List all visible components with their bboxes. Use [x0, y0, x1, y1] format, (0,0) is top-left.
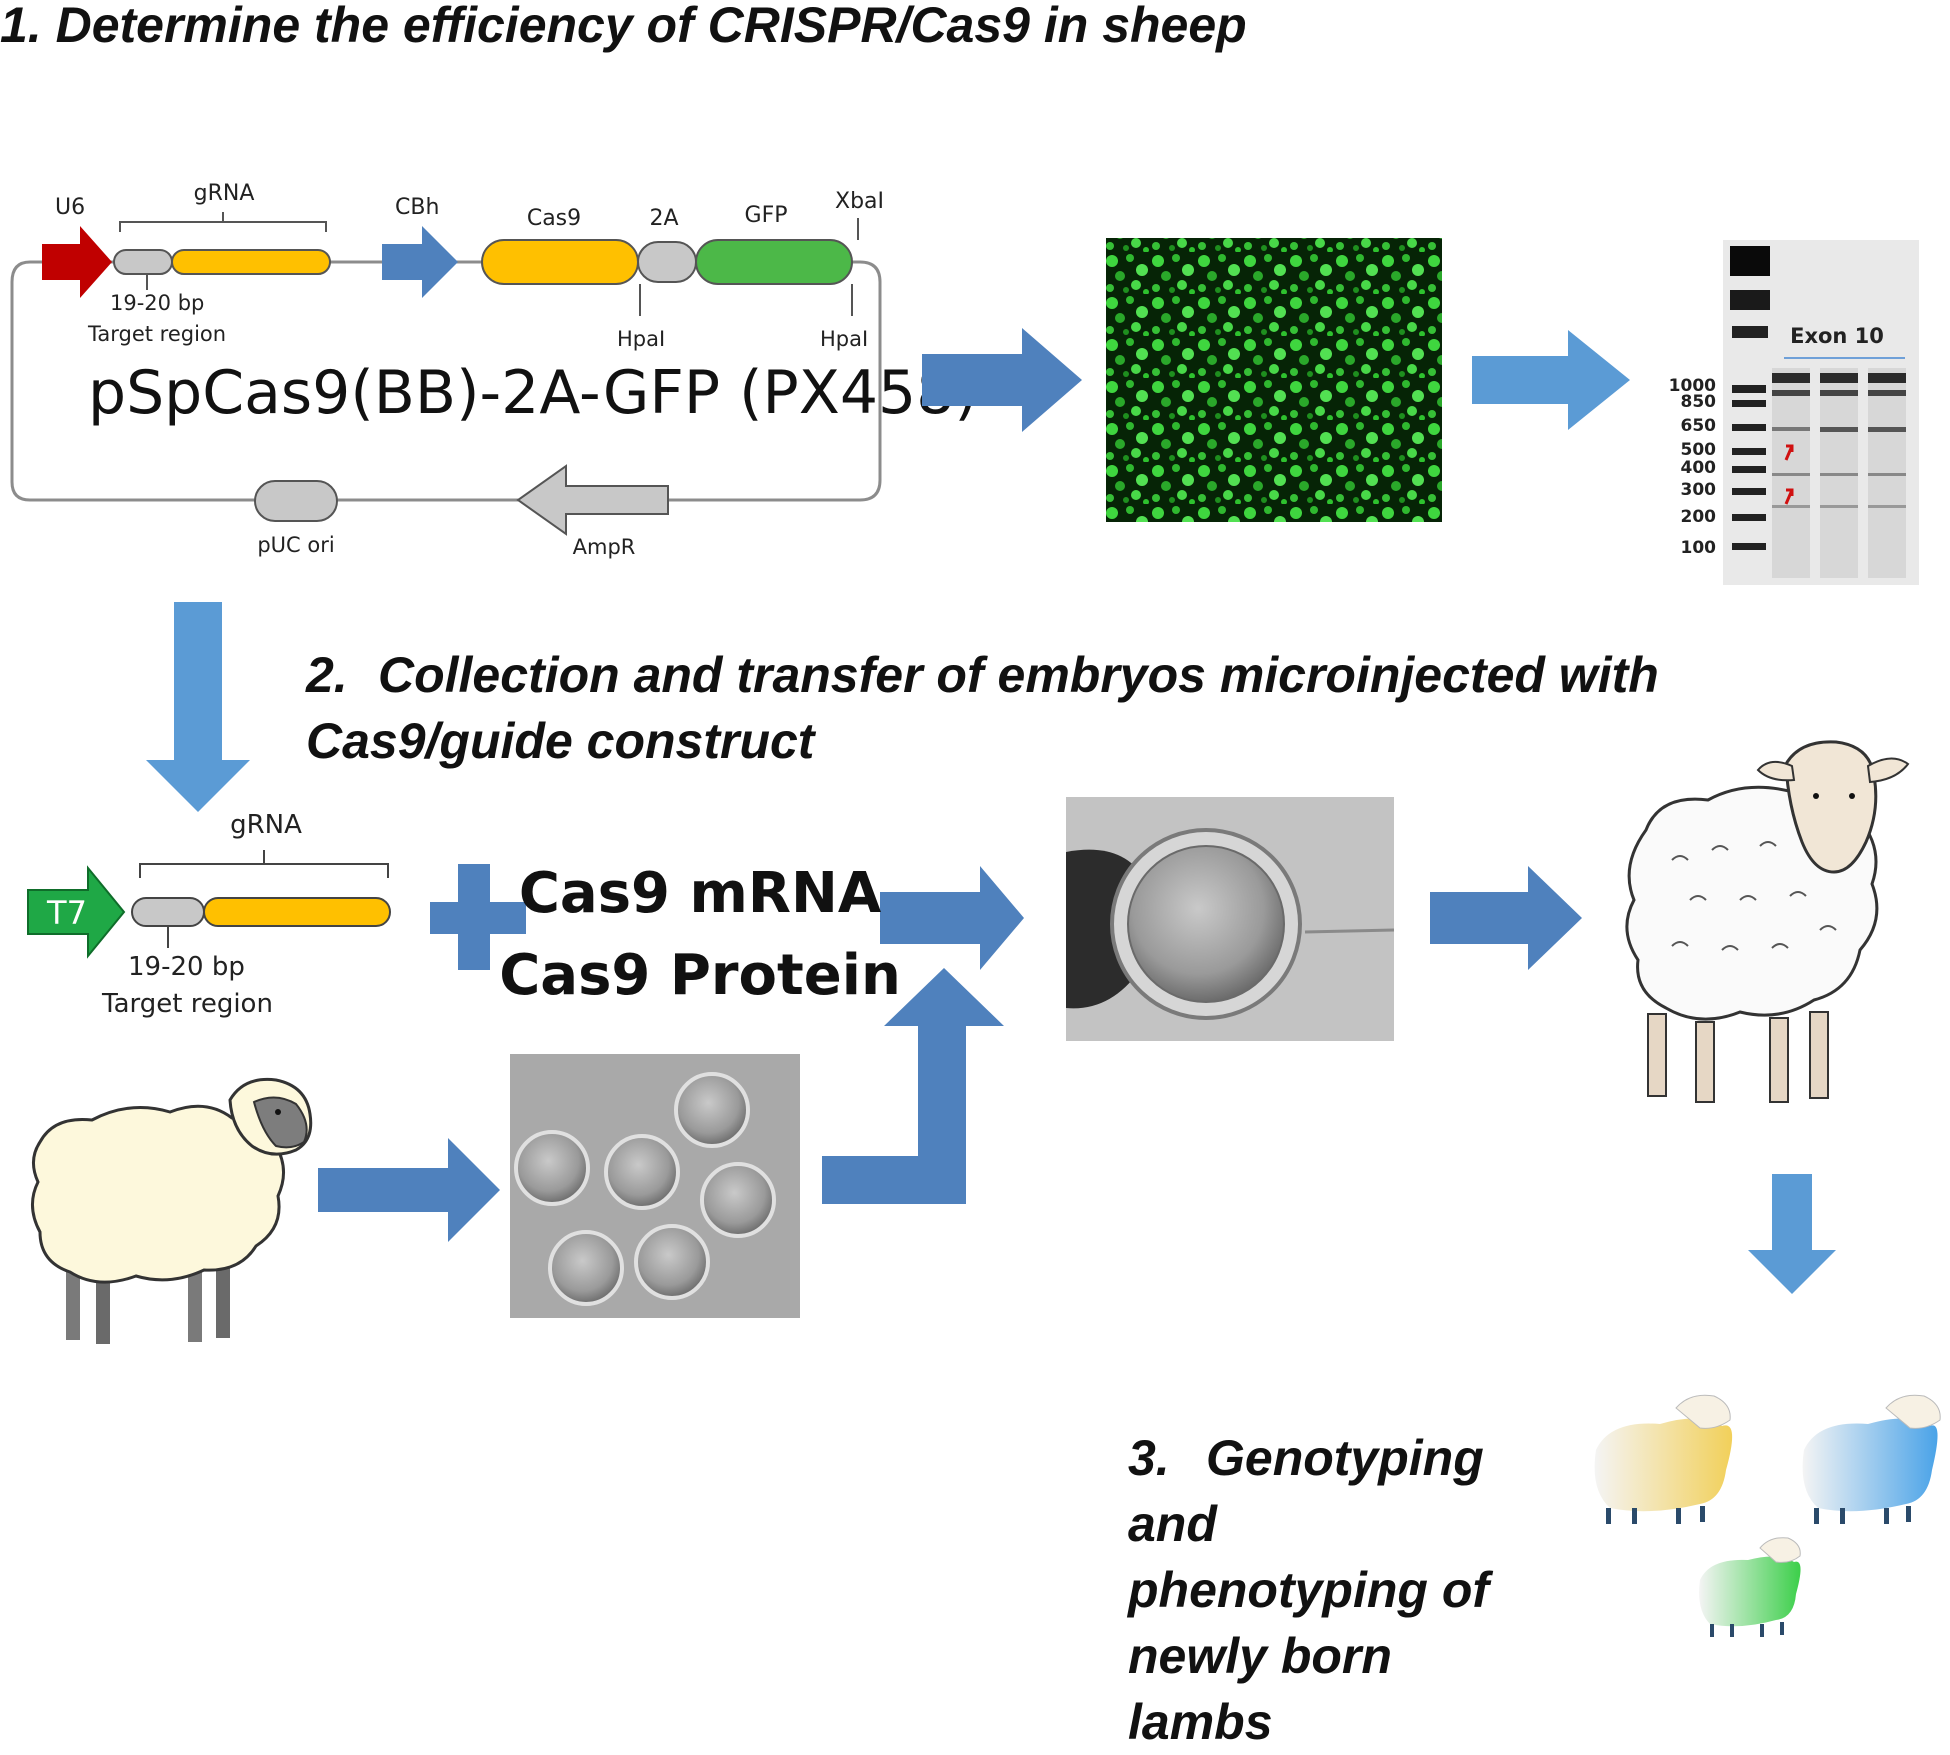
step2-heading: 2. Collection and transfer of embryos mic… — [306, 642, 1659, 774]
ladder-650: 650 — [1681, 416, 1717, 436]
arrow-plasmid-down — [146, 602, 250, 812]
grna-label: gRNA — [194, 181, 255, 206]
xbai-label: XbaI — [835, 189, 884, 214]
step2-line1: Collection and transfer of embryos micro… — [378, 647, 1659, 703]
hpai-label-1: HpaI — [617, 327, 665, 351]
recipient-ewe-illustration — [1625, 740, 1910, 1103]
step2-number: 2. — [306, 647, 348, 703]
gfp-element — [695, 239, 853, 285]
plasmid-backbone — [10, 260, 882, 502]
t7-bp-label: 19-20 bp — [128, 952, 245, 982]
t7-promoter-arrow — [27, 865, 126, 959]
gfp-label: GFP — [745, 203, 788, 228]
2a-element — [637, 241, 697, 283]
2a-label: 2A — [649, 206, 678, 231]
t7-grna-scaffold-element — [203, 897, 391, 927]
puc-ori-label: pUC ori — [257, 533, 334, 557]
grna-scaffold-element — [171, 249, 331, 275]
target-region-element — [113, 249, 173, 275]
embryos-image — [510, 1054, 800, 1318]
step3-line1: Genotyping — [1206, 1430, 1484, 1486]
arrow-plasmid-to-cells — [922, 328, 1082, 432]
t7-construct: T7 gRNA 19-20 bp Target region — [27, 810, 391, 1019]
t7-target-element — [131, 897, 205, 927]
cbh-promoter-arrow — [382, 226, 458, 298]
step3-line3: phenotyping of — [1128, 1562, 1490, 1618]
plus-icon — [430, 864, 526, 970]
step3-heading: 3. Genotyping and phenotyping of newly bo… — [1128, 1425, 1489, 1755]
gfp-fluorescence-image — [1106, 238, 1442, 522]
gel-exon-label: Exon 10 — [1790, 324, 1884, 348]
u6-promoter-arrow — [42, 226, 112, 298]
step3-line4: newly born — [1128, 1628, 1392, 1684]
ladder-100: 100 — [1681, 538, 1717, 558]
gel-cut-arrow-1 — [1784, 444, 1794, 461]
target-region-label: Target region — [87, 322, 226, 346]
arrow-embryo-to-ewe — [1430, 866, 1582, 970]
cas9-label: Cas9 — [527, 206, 581, 231]
ladder-850: 850 — [1681, 392, 1717, 412]
plasmid-map: U6 gRNA 19-20 bp Target region CBh Cas9 … — [10, 181, 978, 559]
step1-heading: 1. Determine the efficiency of CRISPR/Ca… — [0, 0, 1247, 53]
cas9-protein-label: Cas9 Protein — [499, 943, 901, 1008]
gel-image: Exon 10 1000 850 650 — [1669, 240, 1919, 585]
cbh-label: CBh — [395, 195, 439, 220]
arrow-cas9-to-embryo — [880, 866, 1024, 970]
ladder-400: 400 — [1681, 458, 1717, 478]
cas9-mrna-label: Cas9 mRNA — [519, 861, 882, 926]
t7-grna-bracket — [139, 850, 389, 878]
cas9-element — [481, 239, 639, 285]
ampr-label: AmpR — [573, 535, 636, 559]
ladder-1000: 1000 — [1669, 376, 1716, 396]
t7-grna-label: gRNA — [230, 810, 302, 840]
plasmid-name: pSpCas9(BB)-2A-GFP (PX458) — [88, 358, 978, 428]
step3-line2: and — [1128, 1496, 1217, 1552]
u6-label: U6 — [55, 195, 85, 220]
ladder-300: 300 — [1681, 480, 1717, 500]
puc-ori-element — [254, 480, 338, 522]
step3-line5: lambs — [1128, 1694, 1273, 1750]
hpai-label-2: HpaI — [820, 327, 868, 351]
bp-label: 19-20 bp — [110, 291, 204, 315]
arrow-cells-to-gel — [1472, 330, 1630, 430]
donor-sheep-illustration — [31, 1077, 313, 1344]
step2-line2: Cas9/guide construct — [306, 713, 815, 769]
ampr-arrow — [516, 464, 669, 536]
ladder-200: 200 — [1681, 507, 1717, 527]
ladder-500: 500 — [1681, 440, 1717, 460]
lamb-blue-illustration — [1802, 1394, 1941, 1524]
gel-cut-arrow-2 — [1784, 488, 1794, 505]
t7-label: T7 — [46, 894, 87, 932]
t7-target-region-label: Target region — [101, 989, 273, 1019]
arrow-sheep-to-embryos — [318, 1138, 500, 1242]
arrow-embryos-up-to-injection — [822, 968, 1004, 1204]
grna-bracket — [119, 212, 327, 232]
arrow-ewe-to-lambs — [1748, 1174, 1836, 1294]
step3-number: 3. — [1128, 1430, 1170, 1486]
microinjection-image — [1066, 797, 1395, 1041]
lamb-yellow-illustration — [1594, 1394, 1733, 1524]
lamb-green-illustration — [1699, 1537, 1801, 1637]
